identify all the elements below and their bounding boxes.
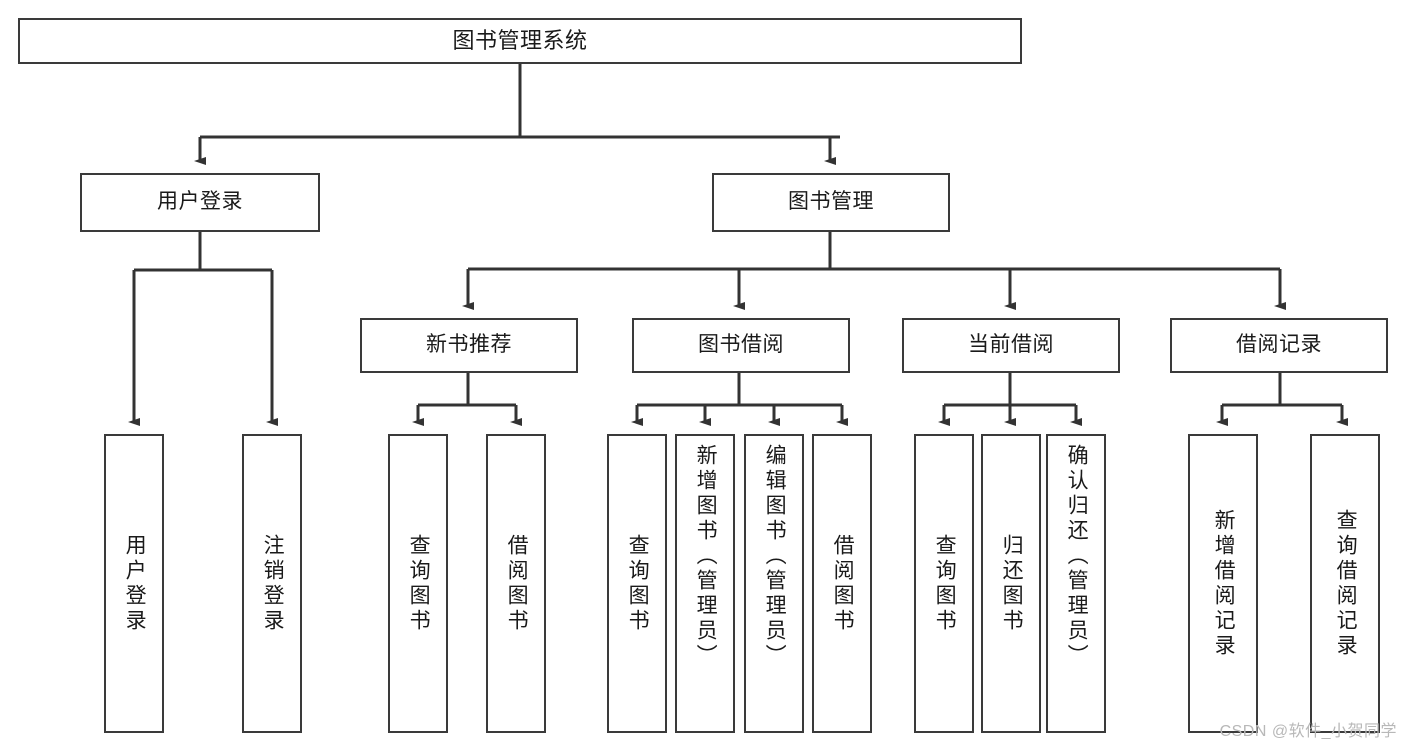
leaf-current-confirm-return-admin[interactable]: 确认归还（管理员）: [1046, 434, 1106, 733]
node-label: 图书管理系统: [452, 28, 588, 54]
node-label: 注销登录: [261, 533, 285, 634]
node-label: 图书管理: [788, 190, 874, 214]
node-book-management[interactable]: 图书管理: [712, 173, 950, 232]
node-label: 查询借阅记录: [1334, 508, 1358, 659]
leaf-record-query-record[interactable]: 查询借阅记录: [1310, 434, 1380, 733]
node-label: 新增图书（管理员）: [694, 444, 718, 669]
node-new-book-recommend[interactable]: 新书推荐: [360, 318, 578, 373]
node-label: 查询图书: [407, 533, 431, 634]
node-current-borrow[interactable]: 当前借阅: [902, 318, 1120, 373]
watermark-text: CSDN @软件_小贺同学: [1219, 723, 1397, 740]
leaf-borrow-edit-book-admin[interactable]: 编辑图书（管理员）: [744, 434, 804, 733]
leaf-current-query-book[interactable]: 查询图书: [914, 434, 974, 733]
node-label: 新书推荐: [426, 333, 512, 357]
node-label: 编辑图书（管理员）: [763, 444, 787, 669]
node-label: 借阅图书: [505, 533, 529, 634]
node-label: 确认归还（管理员）: [1065, 444, 1089, 669]
node-label: 新增借阅记录: [1212, 508, 1236, 659]
node-label: 用户登录: [157, 190, 243, 214]
node-book-borrow[interactable]: 图书借阅: [632, 318, 850, 373]
node-label: 用户登录: [123, 533, 147, 634]
leaf-recommend-query-book[interactable]: 查询图书: [388, 434, 448, 733]
node-root-system[interactable]: 图书管理系统: [18, 18, 1022, 64]
node-label: 借阅图书: [831, 533, 855, 634]
node-label: 图书借阅: [698, 333, 784, 357]
leaf-user-login[interactable]: 用户登录: [104, 434, 164, 733]
leaf-borrow-query-book[interactable]: 查询图书: [607, 434, 667, 733]
leaf-borrow-borrow-book[interactable]: 借阅图书: [812, 434, 872, 733]
node-label: 查询图书: [626, 533, 650, 634]
node-label: 当前借阅: [968, 333, 1054, 357]
leaf-user-logout[interactable]: 注销登录: [242, 434, 302, 733]
leaf-current-return-book[interactable]: 归还图书: [981, 434, 1041, 733]
leaf-record-add-record[interactable]: 新增借阅记录: [1188, 434, 1258, 733]
leaf-recommend-borrow-book[interactable]: 借阅图书: [486, 434, 546, 733]
node-borrow-record[interactable]: 借阅记录: [1170, 318, 1388, 373]
leaf-borrow-add-book-admin[interactable]: 新增图书（管理员）: [675, 434, 735, 733]
node-label: 借阅记录: [1236, 333, 1322, 357]
node-user-login[interactable]: 用户登录: [80, 173, 320, 232]
node-label: 归还图书: [1000, 533, 1024, 634]
node-label: 查询图书: [933, 533, 957, 634]
